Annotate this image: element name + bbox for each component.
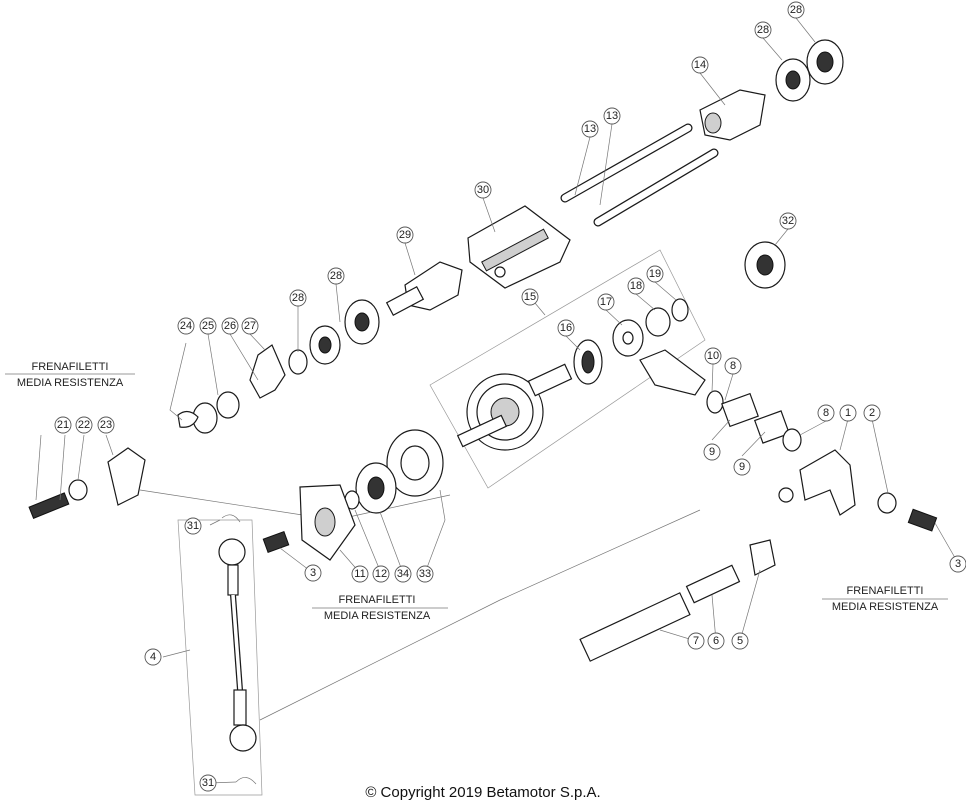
callout[interactable]: 9: [703, 443, 721, 461]
callout[interactable]: 34: [394, 565, 412, 583]
svg-text:28: 28: [757, 24, 769, 36]
callout[interactable]: 13: [581, 120, 599, 138]
svg-text:10: 10: [707, 350, 719, 362]
group-frame-15: [429, 249, 706, 489]
callout[interactable]: 31: [184, 517, 202, 535]
svg-text:4: 4: [150, 651, 156, 663]
callout[interactable]: 26: [221, 317, 239, 335]
callout[interactable]: 4: [144, 648, 162, 666]
svg-text:18: 18: [630, 280, 642, 292]
copyright-notice: © Copyright 2019 Betamotor S.p.A.: [365, 784, 601, 801]
callout-group: 28 28 14 13 13 30 32 29 28 15 19 18 17 2…: [54, 1, 966, 792]
callout[interactable]: 18: [627, 277, 645, 295]
svg-text:34: 34: [397, 568, 409, 580]
threadlock-note-left-line1: FRENAFILETTI: [31, 361, 108, 373]
svg-text:25: 25: [202, 320, 214, 332]
callout[interactable]: 23: [97, 416, 115, 434]
callout[interactable]: 12: [372, 565, 390, 583]
svg-text:14: 14: [694, 59, 706, 71]
callout[interactable]: 22: [75, 416, 93, 434]
callout[interactable]: 28: [754, 21, 772, 39]
svg-text:27: 27: [244, 320, 256, 332]
svg-text:9: 9: [739, 461, 745, 473]
callout[interactable]: 10: [704, 347, 722, 365]
svg-text:3: 3: [955, 558, 961, 570]
svg-text:11: 11: [354, 568, 365, 580]
threadlock-note-center-line1: FRENAFILETTI: [338, 594, 415, 606]
svg-text:2: 2: [869, 407, 875, 419]
svg-text:29: 29: [399, 229, 411, 241]
callout[interactable]: 11: [351, 565, 369, 583]
svg-text:23: 23: [100, 419, 112, 431]
svg-text:33: 33: [419, 568, 431, 580]
threadlock-note-right-line2: MEDIA RESISTENZA: [832, 601, 939, 613]
callout[interactable]: 27: [241, 317, 259, 335]
callout[interactable]: 21: [54, 416, 72, 434]
svg-text:13: 13: [606, 110, 618, 122]
callout[interactable]: 28: [289, 289, 307, 307]
callout[interactable]: 2: [863, 404, 881, 422]
svg-text:1: 1: [845, 407, 851, 419]
callout[interactable]: 17: [597, 293, 615, 311]
svg-text:22: 22: [78, 419, 90, 431]
leader-tie-2: [259, 509, 701, 721]
svg-text:28: 28: [790, 4, 802, 16]
callout[interactable]: 8: [724, 357, 742, 375]
svg-text:15: 15: [524, 291, 536, 303]
svg-text:31: 31: [202, 777, 214, 789]
shaft-assembly-top: [177, 39, 844, 434]
svg-text:16: 16: [560, 322, 572, 334]
callout[interactable]: 1: [839, 404, 857, 422]
callout[interactable]: 28: [327, 267, 345, 285]
callout[interactable]: 15: [521, 288, 539, 306]
svg-text:3: 3: [310, 567, 316, 579]
leader-tie: [139, 489, 451, 521]
svg-text:28: 28: [330, 270, 342, 282]
callout[interactable]: 13: [603, 107, 621, 125]
group-frame-4: [177, 519, 263, 796]
svg-text:21: 21: [57, 419, 69, 431]
threadlock-note-left-line2: MEDIA RESISTENZA: [17, 377, 124, 389]
svg-text:9: 9: [709, 446, 715, 458]
callout[interactable]: 25: [199, 317, 217, 335]
callout[interactable]: 8: [817, 404, 835, 422]
svg-text:24: 24: [180, 320, 192, 332]
svg-text:12: 12: [375, 568, 387, 580]
svg-text:32: 32: [782, 215, 794, 227]
svg-text:13: 13: [584, 123, 596, 135]
callout[interactable]: 6: [707, 632, 725, 650]
callout[interactable]: 19: [646, 265, 664, 283]
lower-parts: [28, 241, 938, 785]
callout[interactable]: 7: [687, 632, 705, 650]
callout[interactable]: 16: [557, 319, 575, 337]
callout[interactable]: 3: [949, 555, 966, 573]
svg-text:28: 28: [292, 292, 304, 304]
callout[interactable]: 24: [177, 317, 195, 335]
svg-text:26: 26: [224, 320, 236, 332]
callout[interactable]: 5: [731, 632, 749, 650]
callout[interactable]: 31: [199, 774, 217, 792]
svg-text:5: 5: [737, 635, 743, 647]
callout[interactable]: 33: [416, 565, 434, 583]
svg-text:30: 30: [477, 184, 489, 196]
threadlock-note-right-line1: FRENAFILETTI: [846, 585, 923, 597]
svg-text:8: 8: [823, 407, 829, 419]
svg-text:8: 8: [730, 360, 736, 372]
callout[interactable]: 32: [779, 212, 797, 230]
callout[interactable]: 28: [787, 1, 805, 19]
gear-group-15: [456, 298, 689, 451]
svg-text:19: 19: [649, 268, 661, 280]
threadlock-note-center-line2: MEDIA RESISTENZA: [324, 610, 431, 622]
callout[interactable]: 29: [396, 226, 414, 244]
svg-text:31: 31: [187, 520, 199, 532]
callout[interactable]: 3: [304, 564, 322, 582]
callout[interactable]: 30: [474, 181, 492, 199]
callout[interactable]: 14: [691, 56, 709, 74]
svg-text:17: 17: [600, 296, 612, 308]
svg-text:6: 6: [713, 635, 719, 647]
callout[interactable]: 9: [733, 458, 751, 476]
svg-text:7: 7: [693, 635, 699, 647]
